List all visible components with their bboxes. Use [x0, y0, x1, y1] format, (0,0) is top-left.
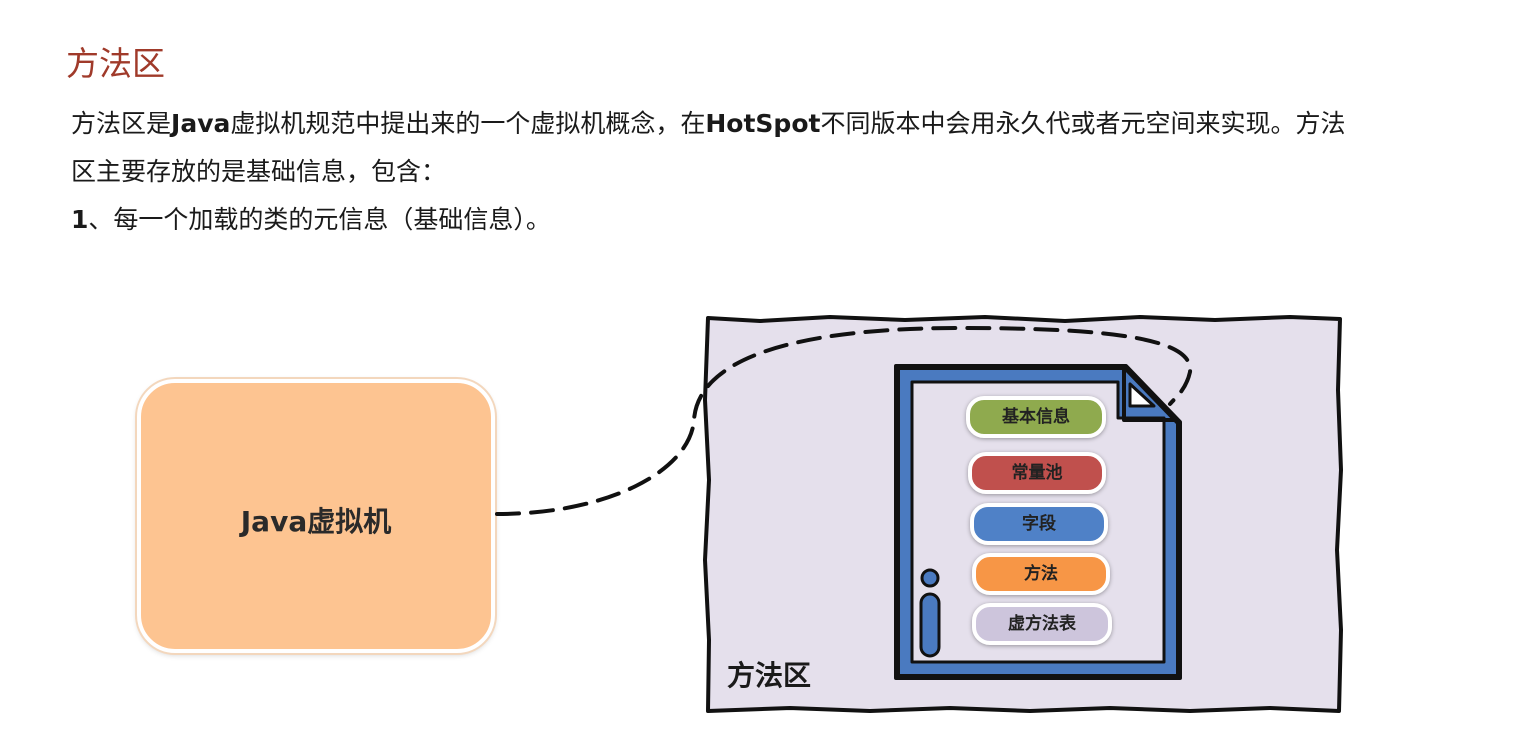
list-item-1: 1、每一个加载的类的元信息（基础信息）。: [71, 202, 551, 238]
text-span-bold: HotSpot: [705, 109, 821, 138]
paragraph-line-2: 区主要存放的是基础信息，包含：: [71, 157, 447, 186]
class-info-item-5: 虚方法表: [972, 603, 1112, 645]
jvm-label: Java虚拟机: [240, 505, 392, 538]
text-span: 虚拟机规范中提出来的一个虚拟机概念，在: [230, 109, 706, 138]
text-span: 方法区是: [71, 109, 172, 138]
list-number: 1: [71, 205, 89, 234]
method-area-label: 方法区: [727, 659, 812, 692]
text-span: 不同版本中会用永久代或者元空间来实现。方法: [820, 109, 1346, 138]
class-info-item-2: 常量池: [968, 452, 1106, 494]
page-title: 方法区: [66, 44, 165, 83]
paragraph-line-1: 方法区是Java虚拟机规范中提出来的一个虚拟机概念，在HotSpot不同版本中会…: [71, 106, 1345, 142]
text-span-bold: Java: [171, 109, 231, 138]
class-info-item-4: 方法: [972, 553, 1110, 595]
class-info-item-1: 基本信息: [966, 396, 1106, 438]
jvm-box: Java虚拟机: [137, 379, 495, 653]
list-text: 、每一个加载的类的元信息（基础信息）。: [88, 205, 551, 234]
class-info-item-3: 字段: [970, 503, 1108, 545]
